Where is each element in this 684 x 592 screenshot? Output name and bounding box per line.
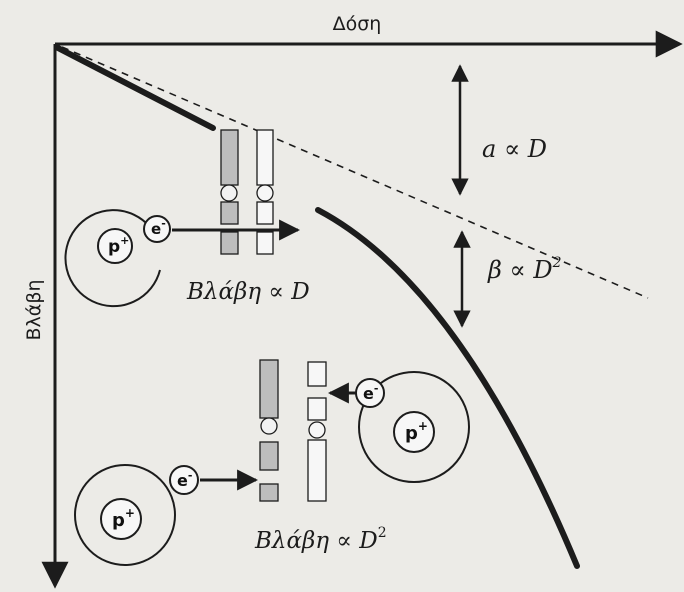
- strand-left-segment: [259, 441, 279, 471]
- proton-label: p+: [405, 419, 428, 444]
- beta-relation-label: β ∝ D2: [487, 255, 562, 284]
- dose-axis-title: Δόση: [333, 13, 382, 35]
- electron-orbit: [358, 371, 470, 483]
- damage-quadratic-label: Βλάβη ∝ D2: [254, 525, 387, 554]
- proton-nucleus: [393, 411, 435, 453]
- electron-orbit: [74, 464, 176, 566]
- strand-left-segment: [220, 231, 239, 255]
- proton-label: p+: [108, 234, 129, 257]
- strand-left-link: [260, 417, 278, 435]
- proton-label: p+: [112, 506, 135, 531]
- atom-upper: p+ e-: [64, 209, 301, 308]
- dna-strands-lower: [259, 359, 327, 502]
- strand-right-segment: [256, 201, 274, 225]
- strand-right-segment: [307, 397, 327, 421]
- strand-right-segment: [307, 361, 327, 387]
- strand-right-segment: [256, 231, 274, 255]
- electron-label: e-: [177, 469, 192, 490]
- electron-orbit: [64, 209, 161, 308]
- damage-axis-title: Βλάβη: [23, 280, 45, 341]
- component-arrows: [451, 64, 471, 328]
- electron: [169, 465, 199, 495]
- atom-lower-left: p+ e-: [74, 464, 259, 566]
- relation-labels: a ∝ D β ∝ D2: [482, 135, 562, 284]
- proton-nucleus: [97, 228, 133, 264]
- strand-left-segment: [220, 201, 239, 225]
- strand-right-segment: [256, 129, 274, 186]
- axes: Δόση Βλάβη: [23, 13, 683, 589]
- linear-quadratic-curve: [315, 207, 580, 569]
- electron: [143, 215, 171, 243]
- proton-nucleus: [100, 498, 142, 540]
- alpha-relation-label: a ∝ D: [482, 135, 547, 163]
- electron-label: e-: [151, 217, 166, 238]
- strand-right-segment: [307, 439, 327, 502]
- linear-extrapolation-dashed: [61, 46, 649, 299]
- strand-left-segment: [259, 359, 279, 419]
- strand-left-segment: [220, 129, 239, 186]
- curves: [55, 45, 649, 569]
- electron-label: e-: [363, 382, 378, 403]
- strand-right-link: [308, 421, 326, 439]
- strand-right-link: [256, 184, 274, 202]
- damage-linear-label: Βλάβη ∝ D: [186, 279, 310, 305]
- strand-left-segment: [259, 483, 279, 502]
- linear-component-line: [55, 45, 216, 131]
- strand-left-link: [220, 184, 238, 202]
- atom-right: p+ e-: [327, 371, 470, 483]
- dna-strands-upper: [220, 129, 274, 255]
